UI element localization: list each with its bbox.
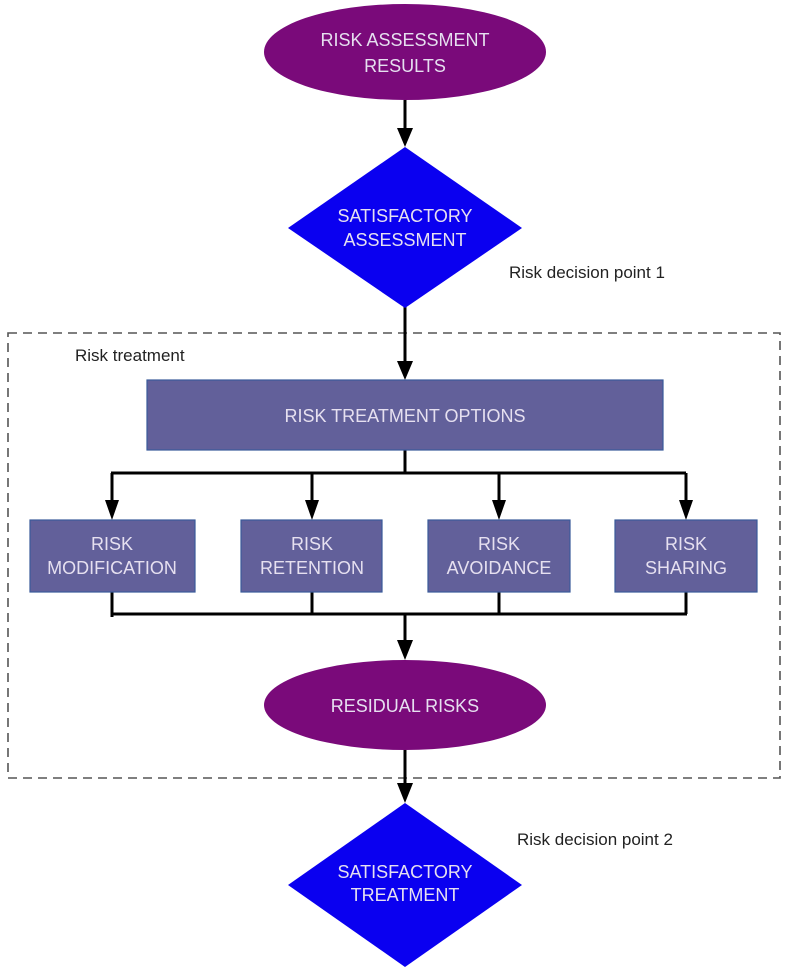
node-risk-avoidance-line1: RISK — [478, 534, 520, 554]
risk-decision-point-1-label: Risk decision point 1 — [509, 263, 665, 282]
arrowhead-residual — [397, 640, 413, 660]
node-risk-treatment-options-label: RISK TREATMENT OPTIONS — [284, 406, 525, 426]
node-satisfactory-assessment-line2: ASSESSMENT — [343, 230, 466, 250]
node-risk-retention-line2: RETENTION — [260, 558, 364, 578]
arrowhead-decision2 — [397, 783, 413, 803]
arrowhead-retention — [305, 500, 319, 520]
node-risk-modification-line1: RISK — [91, 534, 133, 554]
node-satisfactory-treatment-line1: SATISFACTORY — [337, 862, 472, 882]
risk-treatment-group-label: Risk treatment — [75, 346, 185, 365]
node-risk-sharing: RISK SHARING — [614, 519, 758, 593]
node-risk-assessment-results-line2: RESULTS — [364, 56, 446, 76]
node-risk-assessment-results-line1: RISK ASSESSMENT — [320, 30, 489, 50]
node-risk-modification-line2: MODIFICATION — [47, 558, 177, 578]
node-risk-retention-line1: RISK — [291, 534, 333, 554]
connectors — [105, 100, 693, 803]
arrowhead-options — [397, 361, 413, 380]
node-satisfactory-treatment: SATISFACTORY TREATMENT — [288, 803, 522, 967]
node-risk-retention: RISK RETENTION — [240, 519, 383, 593]
arrowhead-avoidance — [492, 500, 506, 520]
risk-decision-point-2-label: Risk decision point 2 — [517, 830, 673, 849]
node-satisfactory-treatment-line2: TREATMENT — [351, 885, 460, 905]
node-satisfactory-assessment-line1: SATISFACTORY — [337, 206, 472, 226]
node-risk-modification: RISK MODIFICATION — [29, 519, 196, 593]
node-residual-risks: RESIDUAL RISKS — [264, 660, 546, 750]
risk-treatment-group-border — [7, 332, 781, 779]
node-residual-risks-label: RESIDUAL RISKS — [331, 696, 479, 716]
node-risk-assessment-results: RISK ASSESSMENT RESULTS — [264, 4, 546, 100]
arrowhead-decision1 — [397, 128, 413, 147]
arrowhead-sharing — [679, 500, 693, 520]
node-risk-sharing-line1: RISK — [665, 534, 707, 554]
node-risk-avoidance: RISK AVOIDANCE — [427, 519, 571, 593]
node-risk-avoidance-line2: AVOIDANCE — [447, 558, 552, 578]
node-risk-treatment-options: RISK TREATMENT OPTIONS — [146, 379, 664, 451]
arrowhead-modification — [105, 500, 119, 520]
node-risk-sharing-line2: SHARING — [645, 558, 727, 578]
node-satisfactory-assessment: SATISFACTORY ASSESSMENT — [288, 147, 522, 308]
